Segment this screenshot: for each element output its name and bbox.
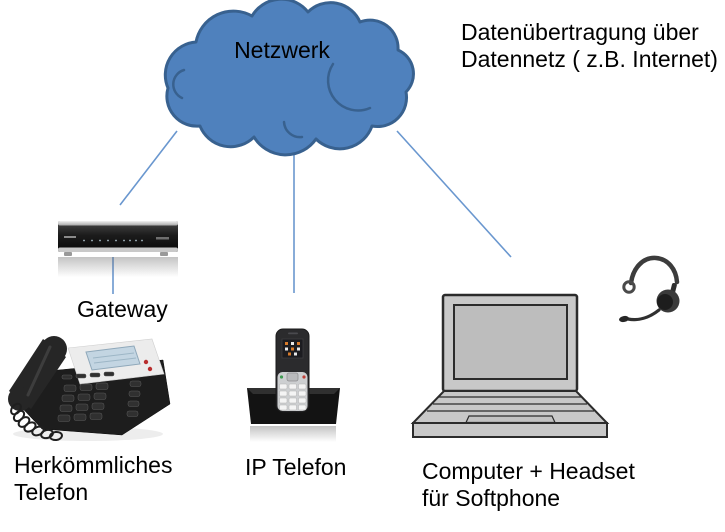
gateway-label: Gateway — [77, 296, 168, 322]
headset-image — [619, 255, 680, 323]
annotation-line1: Datenübertragung über — [461, 19, 699, 45]
cloud-label: Netzwerk — [234, 37, 330, 63]
connector-cloud-to-computer — [396, 130, 512, 258]
ip-phone-image — [247, 328, 340, 442]
legacy-phone-image — [8, 336, 171, 442]
ip-phone-label: IP Telefon — [245, 454, 347, 480]
gateway-image — [58, 221, 178, 277]
gateway-leds — [83, 239, 143, 242]
softphone-label-line1: Computer + Headset — [422, 458, 635, 484]
ip-phone-keypad — [279, 383, 307, 411]
connector-cloud-to-gateway — [119, 130, 178, 206]
softphone-label: Computer + Headset für Softphone — [422, 458, 635, 512]
softphone-label-line2: für Softphone — [422, 485, 561, 511]
network-cloud-icon — [163, 0, 415, 157]
annotation-text: Datenübertragung über Datennetz ( z.B. I… — [461, 19, 718, 73]
cloud-inner-curls — [172, 62, 372, 139]
desk-phone-handset — [8, 336, 67, 411]
ip-phone-screen-icons — [285, 342, 300, 356]
desk-phone-cord — [10, 402, 63, 442]
annotation-line2: Datennetz ( z.B. Internet) — [461, 46, 718, 72]
desk-phone-keypad — [57, 371, 142, 422]
legacy-phone-label-line2: Telefon — [14, 479, 89, 505]
laptop-image — [410, 293, 610, 438]
legacy-phone-label-line1: Herkömmliches — [14, 452, 173, 478]
legacy-phone-label: Herkömmliches Telefon — [14, 452, 172, 506]
